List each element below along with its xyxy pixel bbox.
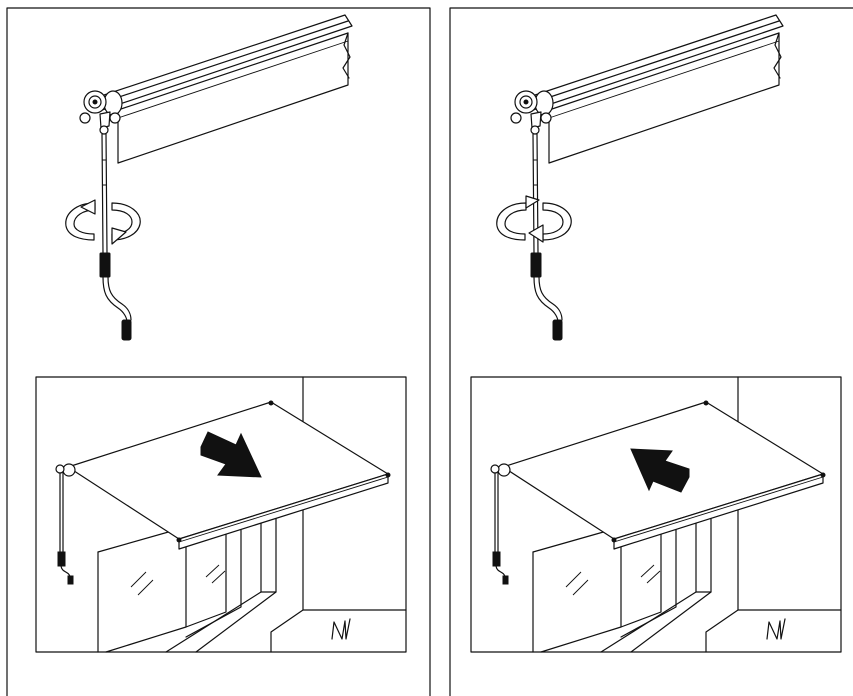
left-crank-illustration bbox=[65, 14, 353, 341]
left-awning-scene bbox=[35, 376, 407, 653]
right-panel-frame bbox=[449, 7, 853, 696]
left-panel-frame bbox=[6, 7, 431, 696]
rotation-arrow-icon bbox=[65, 199, 141, 245]
direction-arrow-icon bbox=[630, 448, 690, 493]
rotation-arrow-icon bbox=[496, 195, 572, 243]
direction-arrow-icon bbox=[200, 431, 262, 478]
right-crank-illustration bbox=[496, 14, 784, 341]
right-awning-scene bbox=[470, 376, 842, 653]
